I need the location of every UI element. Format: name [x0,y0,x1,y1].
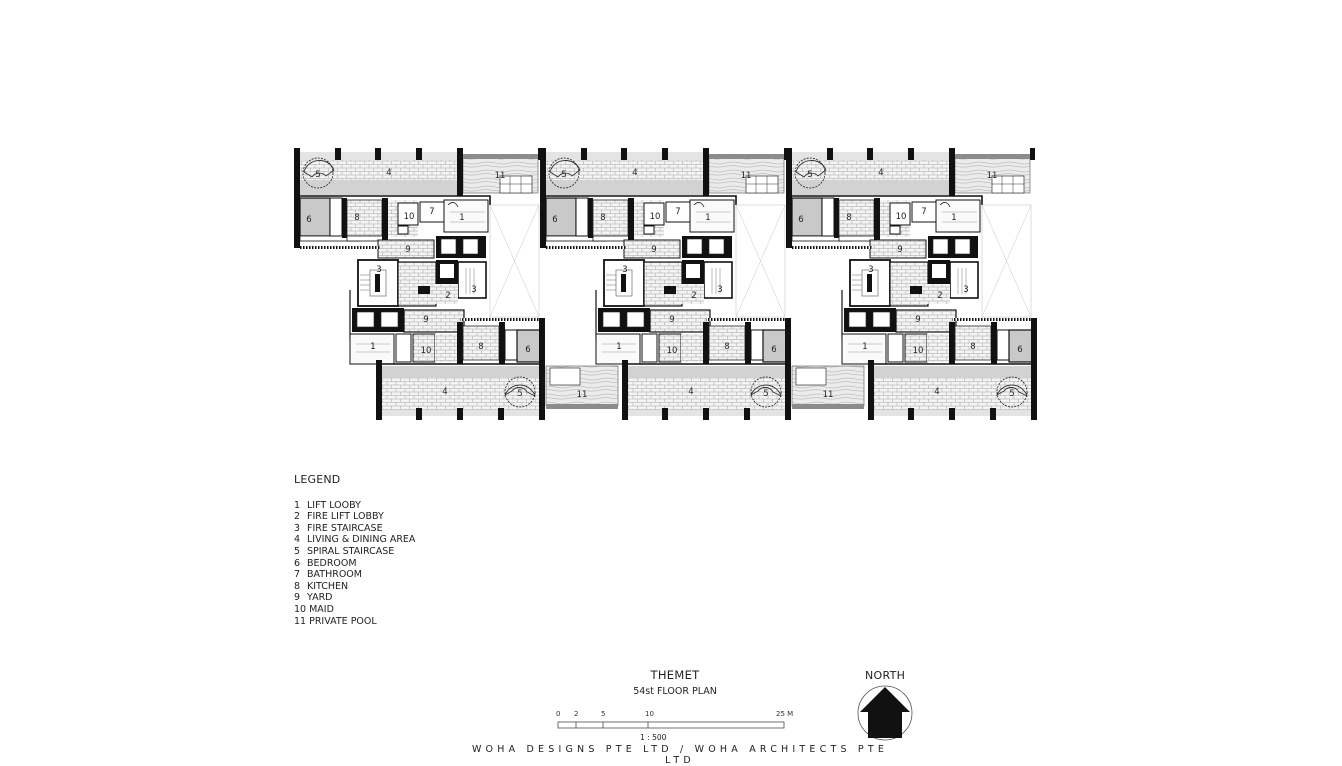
scale-ratio: 1 : 500 [640,733,667,742]
legend-title: LEGEND [294,473,341,486]
north-label: NORTH [865,669,906,682]
svg-text:11: 11 [577,390,588,400]
title-block: THEMET 54st FLOOR PLAN [560,668,790,697]
north-arrow-icon [857,685,913,741]
scale-tick-0: 0 [556,710,561,718]
scale-tick-2: 2 [574,710,579,718]
scale-bar [557,721,785,729]
scale-tick-10: 10 [645,710,654,718]
scale-tick-25: 25 M [776,710,794,718]
unit-module-west [293,147,546,421]
project-name: THEMET [650,668,700,682]
credit-line: WOHA DESIGNS PTE LTD / WOHA ARCHITECTS P… [471,744,889,766]
private-pool-lower: 11 11 [545,365,865,409]
scale-tick-5: 5 [601,710,606,718]
sheet-title: 54st FLOOR PLAN [633,686,717,697]
svg-text:11: 11 [823,390,834,400]
